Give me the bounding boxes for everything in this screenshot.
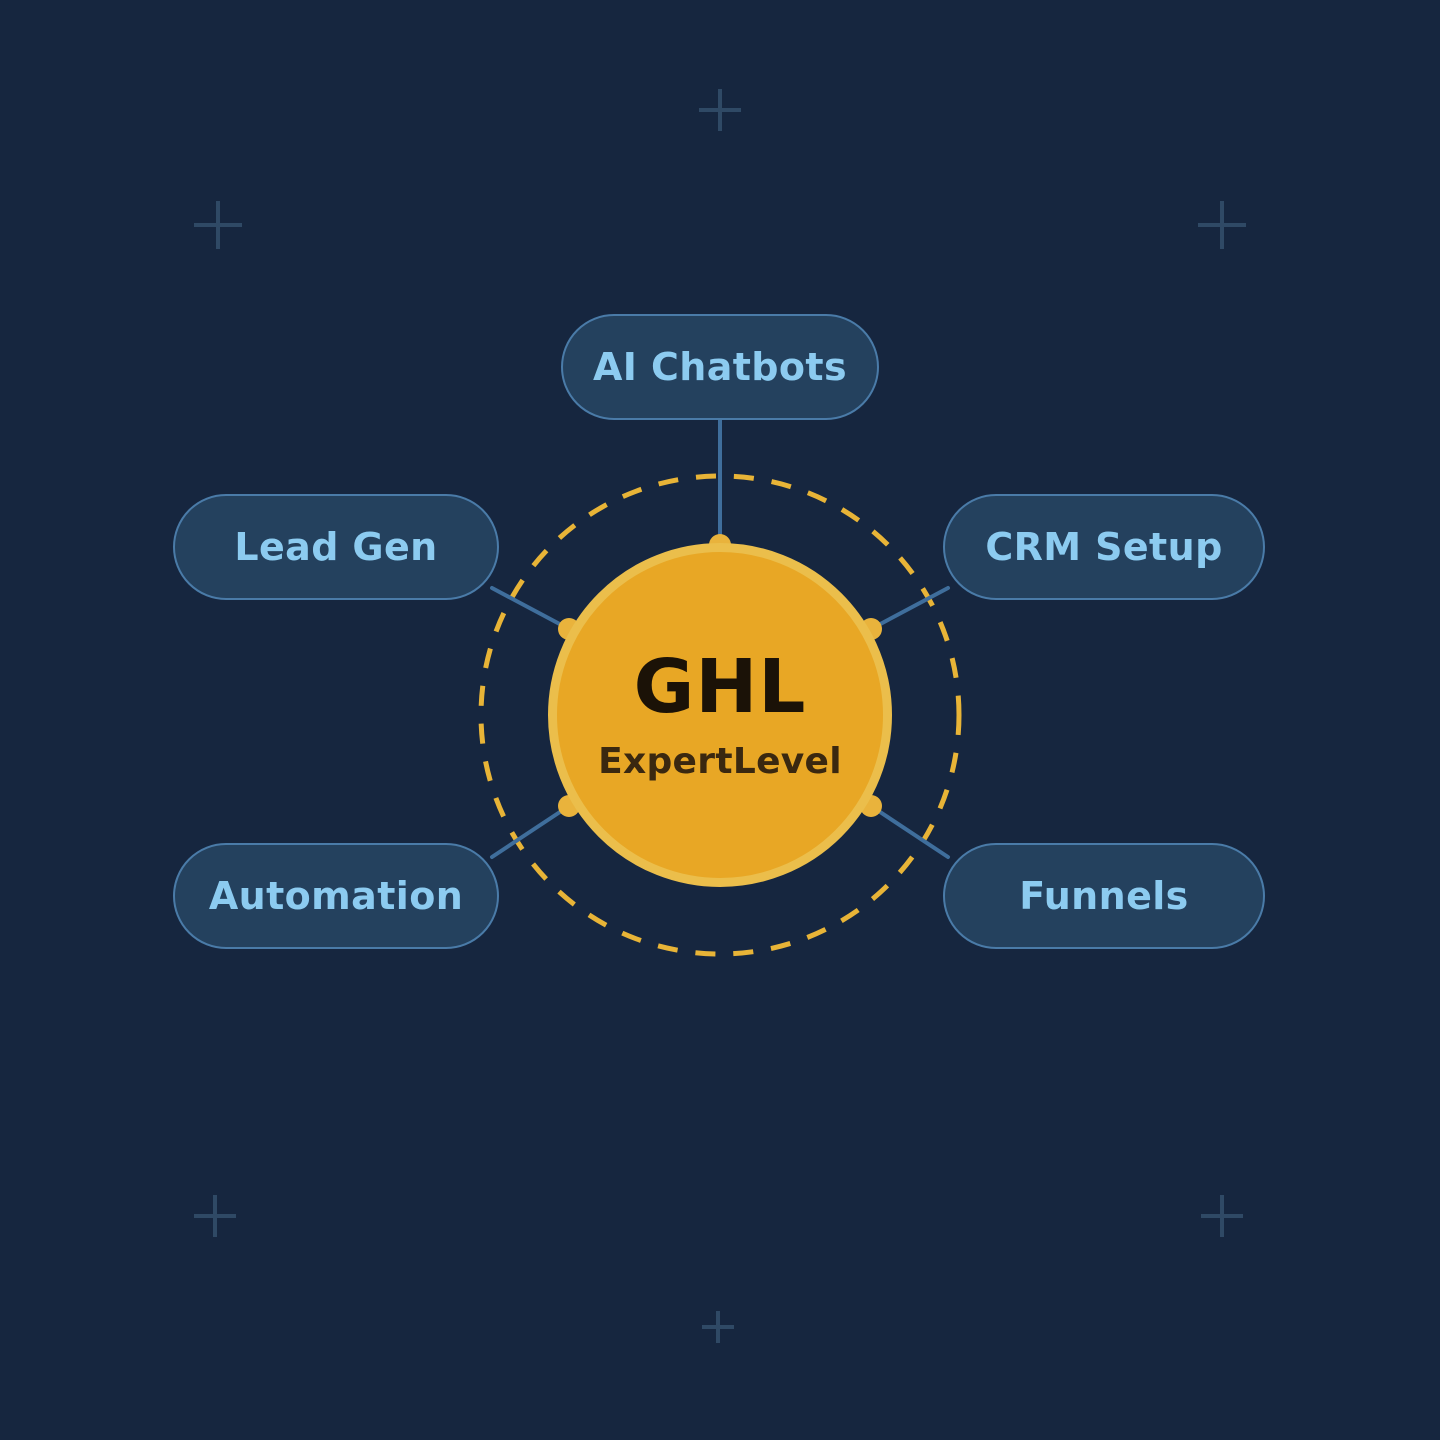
node-label-lead-gen: Lead Gen	[234, 525, 438, 569]
node-label-ai-chatbots: AI Chatbots	[592, 345, 848, 389]
background-decorations	[194, 89, 1246, 1343]
node-label-automation: Automation	[208, 874, 464, 918]
hub-subtitle: ExpertLevel	[598, 741, 842, 782]
crosshair-icon	[194, 201, 242, 249]
hub-title: GHL	[633, 644, 807, 730]
connector-line-crm-setup	[869, 586, 950, 631]
node-label-crm-setup: CRM Setup	[985, 525, 1223, 569]
crosshair-icon	[1201, 1195, 1243, 1237]
crosshair-icon	[1198, 201, 1246, 249]
central-hub-node[interactable]: GHL ExpertLevel	[548, 543, 892, 887]
node-crm-setup[interactable]: CRM Setup	[943, 494, 1265, 600]
connector-lines	[490, 418, 950, 859]
dashed-orbit-circle	[478, 473, 962, 957]
node-automation[interactable]: Automation	[173, 843, 499, 949]
connector-line-lead-gen	[490, 586, 571, 631]
node-lead-gen[interactable]: Lead Gen	[173, 494, 499, 600]
node-funnels[interactable]: Funnels	[943, 843, 1265, 949]
crosshair-icon	[702, 1311, 734, 1343]
connector-line-funnels	[869, 804, 950, 859]
orbit-ring	[478, 473, 962, 957]
connector-line-automation	[490, 804, 571, 859]
crosshair-icon	[699, 89, 741, 131]
node-label-funnels: Funnels	[1019, 874, 1189, 918]
crosshair-icon	[194, 1195, 236, 1237]
node-ai-chatbots[interactable]: AI Chatbots	[561, 314, 879, 420]
